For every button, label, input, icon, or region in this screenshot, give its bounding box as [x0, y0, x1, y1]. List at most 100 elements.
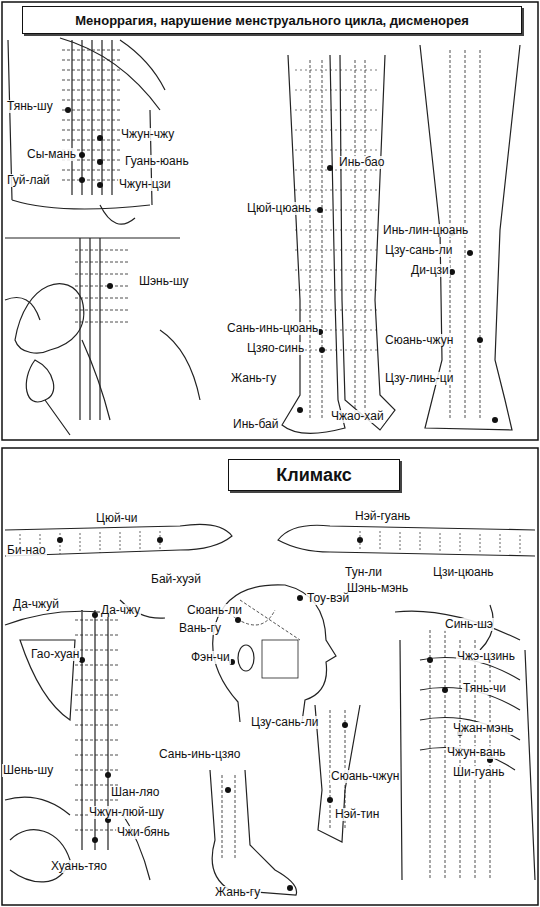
- panel-frame: [2, 2, 538, 440]
- panel-frame: [2, 448, 538, 905]
- point-name: Тянь-шу: [6, 100, 54, 113]
- point-dot: [97, 182, 103, 188]
- point-dot: [342, 722, 348, 728]
- point-dot: [477, 337, 483, 343]
- point-name: Сань-инь-цзяо: [158, 748, 241, 761]
- point-dot: [287, 885, 293, 891]
- ear: [238, 645, 254, 671]
- point-name: Ши-гуань: [452, 766, 506, 779]
- point-name: Вань-гу: [178, 622, 222, 635]
- point-name: Шан-ляо: [110, 786, 160, 799]
- point-name: Сюань-чжун: [384, 334, 454, 347]
- meridian-lines: [72, 40, 112, 195]
- point-dot: [79, 177, 85, 183]
- point-name: Чжун-вань: [446, 746, 507, 759]
- point-dot: [467, 250, 473, 256]
- point-name: Цзу-сань-ли: [384, 244, 454, 257]
- point-name: Цюй-чи: [95, 512, 139, 525]
- point-name: Цзяо-синь: [246, 342, 305, 355]
- point-name: Гао-хуан: [30, 648, 80, 661]
- point-name: Шэнь-шу: [138, 275, 190, 288]
- point-dot: [107, 283, 113, 289]
- point-name: Хуань-тяо: [50, 860, 108, 873]
- point-name: Би-нао: [6, 544, 47, 557]
- point-name: Чжан-мэнь: [452, 722, 515, 735]
- meridian-lines: [222, 710, 345, 860]
- title-box: Климакс: [228, 459, 400, 491]
- point-dot: [97, 159, 103, 165]
- arm-outline: [278, 525, 535, 556]
- pelvis-outline: [5, 284, 200, 435]
- point-name: Сюань-ли: [186, 604, 243, 617]
- point-dot: [65, 107, 71, 113]
- point-name: Чжун-цзи: [118, 178, 172, 191]
- point-name: Шень-шу: [2, 764, 54, 777]
- point-dot: [427, 657, 433, 663]
- rib-outline: [395, 605, 535, 880]
- point-name: Чжао-хай: [330, 410, 385, 423]
- point-name: Цзу-сань-ли: [250, 716, 320, 729]
- meridian-lines: [310, 60, 365, 420]
- point-name: Цюй-цюань: [246, 202, 312, 215]
- foot-outline: [210, 770, 297, 895]
- point-name: Да-чжу: [100, 604, 141, 617]
- point-dot: [357, 537, 363, 543]
- point-name: Гуй-лай: [6, 174, 51, 187]
- point-name: Нэй-гуань: [354, 510, 411, 523]
- point-name: Нэй-тин: [334, 808, 380, 821]
- point-dot: [327, 797, 333, 803]
- point-dot: [97, 135, 103, 141]
- point-name: Инь-бао: [338, 156, 385, 169]
- point-name: Сань-инь-цюань: [226, 322, 319, 335]
- face-zone: [262, 640, 298, 678]
- point-dot: [297, 595, 303, 601]
- point-dot: [442, 687, 448, 693]
- point-name: Цзу-линь-ци: [384, 372, 454, 385]
- point-name: Гуань-юань: [124, 155, 190, 168]
- point-dot: [225, 787, 231, 793]
- point-dot: [492, 417, 498, 423]
- title-box: Меноррагия, нарушение менструального цик…: [22, 6, 522, 34]
- point-dot: [235, 617, 241, 623]
- spine-lines: [5, 238, 180, 420]
- point-name: Сюань-чжун: [330, 770, 400, 783]
- point-name: Чжун-люй-шу: [88, 806, 165, 819]
- point-dot: [79, 152, 85, 158]
- point-dot: [317, 207, 323, 213]
- point-name: Чжи-бянь: [116, 826, 171, 839]
- point-dot: [319, 347, 325, 353]
- point-dot: [297, 407, 303, 413]
- back-outline: [5, 600, 165, 850]
- bone-outline: [5, 640, 150, 882]
- point-name: Тянь-чи: [462, 682, 507, 695]
- point-dot: [92, 837, 98, 843]
- point-name: Ди-цзи: [410, 264, 450, 277]
- point-name: Инь-бай: [232, 418, 279, 431]
- point-name: Жань-гу: [214, 886, 261, 899]
- point-dot: [57, 537, 63, 543]
- point-name: Да-чжуй: [12, 598, 60, 611]
- point-dot: [157, 537, 163, 543]
- point-dot: [92, 612, 98, 618]
- measure-grid: [20, 531, 520, 555]
- arm-outline: [5, 524, 232, 556]
- title-text: Климакс: [276, 465, 351, 486]
- point-name: Тоу-вэй: [306, 592, 350, 605]
- point-name: Тун-ли: [344, 566, 383, 579]
- title-text: Меноррагия, нарушение менструального цик…: [75, 13, 468, 28]
- point-name: Чжун-чжу: [120, 128, 175, 141]
- point-name: Чжэ-цзинь: [456, 650, 516, 663]
- point-name: Бай-хуэй: [150, 573, 202, 586]
- point-name: Инь-лин-цюань: [382, 224, 469, 237]
- point-name: Синь-шэ: [444, 618, 494, 631]
- point-name: Цзи-цюань: [432, 566, 495, 579]
- point-name: Шэнь-мэнь: [346, 582, 409, 595]
- point-dot: [449, 269, 455, 275]
- leg-outline: [282, 55, 395, 433]
- point-name: Фэн-чи: [190, 651, 231, 664]
- point-name: Сы-мань: [26, 148, 77, 161]
- point-dot: [327, 165, 333, 171]
- point-name: Жань-гу: [230, 372, 277, 385]
- point-dot: [105, 772, 111, 778]
